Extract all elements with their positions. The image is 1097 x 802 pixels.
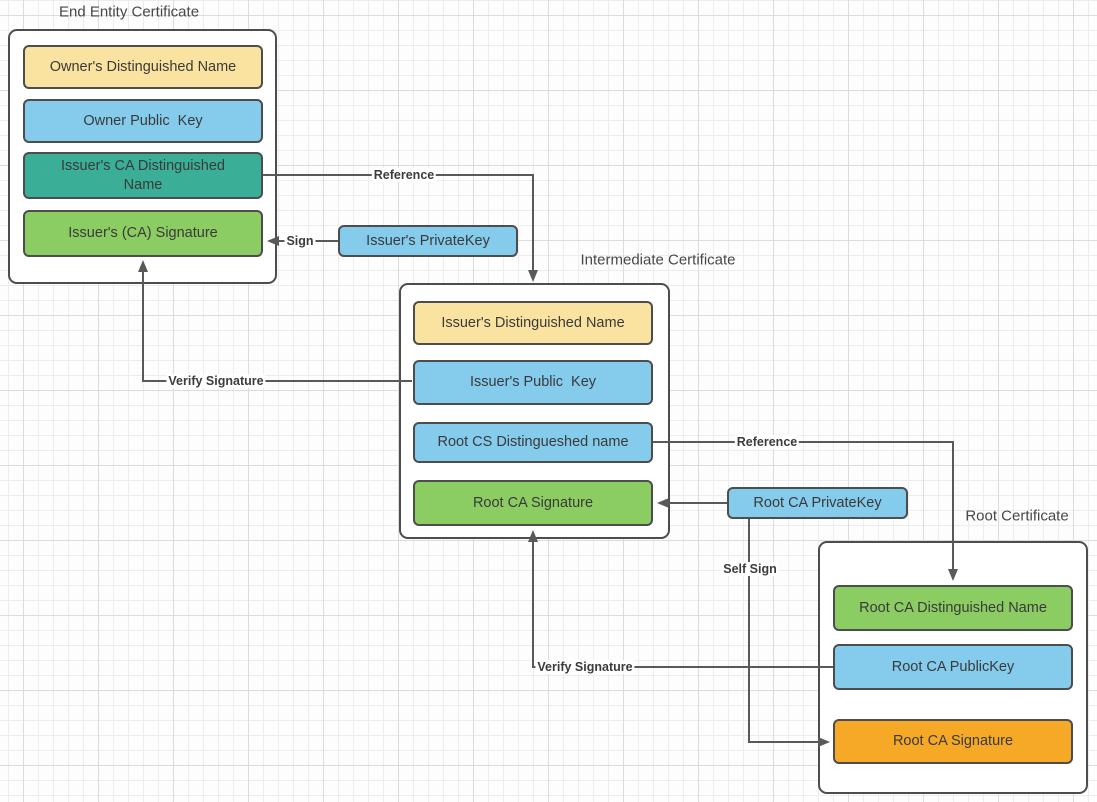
- root-ca-signature-field-root[interactable]: Root CA Signature: [833, 719, 1073, 764]
- issuers-distinguished-name-field[interactable]: Issuer's Distinguished Name: [413, 301, 653, 345]
- root-ca-signature-field-intermediate[interactable]: Root CA Signature: [413, 480, 653, 526]
- field-label: Root CA PublicKey: [891, 658, 1015, 675]
- issuers-public-key-field[interactable]: Issuer's Public Key: [413, 360, 653, 405]
- sign-label: Sign: [284, 234, 316, 248]
- verify-signature-arrow-2: [528, 530, 833, 668]
- owners-distinguished-name-field[interactable]: Owner's Distinguished Name: [23, 45, 263, 89]
- self-sign-label: Self Sign: [721, 562, 779, 576]
- root-ca-distinguished-name-field[interactable]: Root CA Distinguished Name: [833, 585, 1073, 631]
- field-label: Owner's Distinguished Name: [49, 58, 237, 75]
- intermediate-certificate-title: Intermediate Certificate: [580, 251, 736, 269]
- owner-public-key-field[interactable]: Owner Public Key: [23, 99, 263, 143]
- issuers-ca-distinguished-name-field[interactable]: Issuer's CA Distinguished Name: [23, 152, 263, 199]
- field-label: Issuer's Distinguished Name: [441, 314, 625, 331]
- field-label: Root CS Distingueshed name: [437, 434, 629, 451]
- end-entity-certificate-title: End Entity Certificate: [58, 3, 200, 21]
- field-label: Root CA Signature: [472, 494, 594, 511]
- field-label: Owner Public Key: [83, 112, 203, 129]
- field-label: Issuer's PrivateKey: [366, 232, 490, 249]
- root-certificate-title: Root Certificate: [965, 507, 1069, 525]
- field-label: Issuer's (CA) Signature: [68, 225, 218, 242]
- verify-signature-label-2: Verify Signature: [535, 660, 635, 674]
- root-ca-private-key-box[interactable]: Root CA PrivateKey: [727, 487, 908, 519]
- field-label: Root CA Distinguished Name: [859, 599, 1047, 616]
- field-label: Issuer's Public Key: [469, 374, 597, 391]
- field-label: Issuer's CA Distinguished Name: [61, 158, 230, 193]
- root-cs-distinguished-name-field[interactable]: Root CS Distingueshed name: [413, 422, 653, 463]
- issuers-ca-signature-field[interactable]: Issuer's (CA) Signature: [23, 210, 263, 257]
- reference-label-1: Reference: [371, 168, 437, 182]
- reference-label-2: Reference: [734, 435, 800, 449]
- root-ca-public-key-field[interactable]: Root CA PublicKey: [833, 644, 1073, 690]
- issuers-private-key-box[interactable]: Issuer's PrivateKey: [338, 225, 518, 257]
- field-label: Root CA PrivateKey: [753, 494, 882, 511]
- field-label: Root CA Signature: [892, 733, 1014, 750]
- verify-signature-label-1: Verify Signature: [166, 374, 266, 388]
